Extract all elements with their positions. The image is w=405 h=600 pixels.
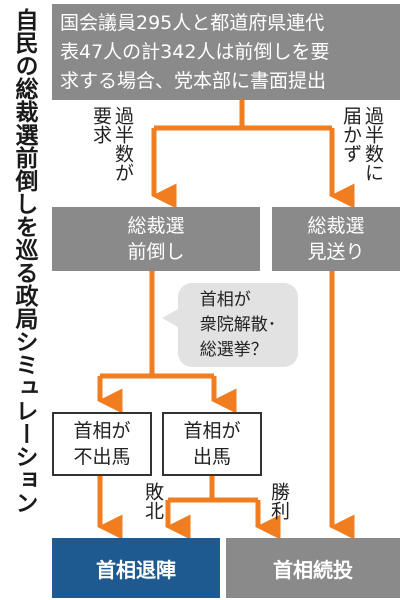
thought-bubble-tail <box>162 309 178 327</box>
miokuri-line-2: 見送り <box>307 241 365 263</box>
box-election-postponed: 総裁選 見送り <box>272 207 400 271</box>
box-pm-not-run: 首相が 不出馬 <box>52 412 152 476</box>
thought-line-1: 首相が <box>199 289 251 310</box>
shutsuba-line-1: 首相が <box>183 420 241 442</box>
box-early-election: 総裁選 前倒し <box>52 207 260 271</box>
arrow-split-bottom <box>168 476 258 503</box>
thought-line-2: 衆院解散･ <box>199 314 277 335</box>
label-short-col1: 過半数に <box>362 106 384 182</box>
arrow-split-top <box>154 100 332 131</box>
zensai-line-1: 総裁選 <box>127 215 185 237</box>
shutsuba-line-2: 出馬 <box>192 446 231 468</box>
thought-line-3: 総選挙？ <box>199 339 268 360</box>
arrow-split-mid <box>100 271 214 379</box>
box-pm-runs: 首相が 出馬 <box>162 412 262 476</box>
fushutsuba-line-1: 首相が <box>73 420 131 442</box>
fushutsuba-line-2: 不出馬 <box>73 446 131 468</box>
top-box-line-2: 表47人の計342人は前倒しを要 <box>60 40 330 63</box>
label-win: 勝利 <box>268 482 290 520</box>
label-defeat: 敗北 <box>142 482 164 520</box>
label-majority-col1: 過半数が <box>112 106 134 182</box>
top-box-line-1: 国会議員295人と都道府県連代 <box>60 11 325 34</box>
top-box-line-3: 求する場合、党本部に書面提出 <box>60 69 327 92</box>
diagram-title: 自民の総裁選前倒しを巡る政局シミュレーション <box>11 8 37 514</box>
label-majority-col2: 要求 <box>90 106 112 144</box>
miokuri-line-1: 総裁選 <box>307 215 365 237</box>
box-pm-continues: 首相続投 <box>226 538 400 598</box>
label-short-col2: 届かず <box>340 106 362 163</box>
submission-condition-box: 国会議員295人と都道府県連代 表47人の計342人は前倒しを要 求する場合、党… <box>52 4 400 100</box>
box-pm-resigns: 首相退陣 <box>52 538 220 598</box>
thought-bubble: 首相が 衆院解散･ 総選挙？ <box>178 283 298 367</box>
zensai-line-2: 前倒し <box>127 241 185 263</box>
